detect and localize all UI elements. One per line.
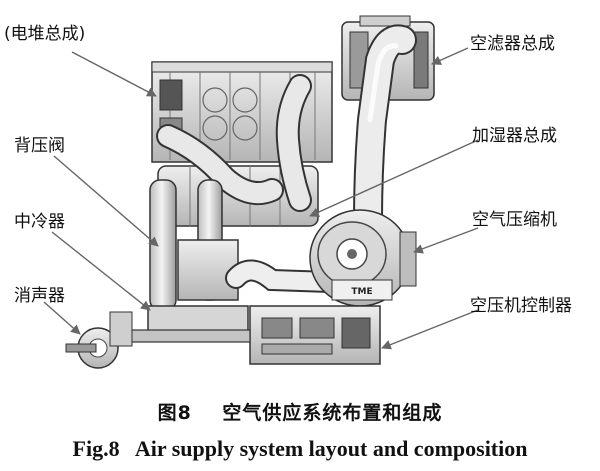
- label-humidifier: 加湿器总成: [472, 126, 557, 146]
- label-back-pressure-valve: 背压阀: [14, 136, 65, 156]
- leader-humidifier: [309, 139, 479, 217]
- compressor-outlet-pipe: [225, 259, 341, 293]
- caption-cn-number: 图8: [157, 402, 192, 424]
- leader-intercooler: [51, 231, 151, 311]
- caption-chinese: 图8 空气供应系统布置和组成: [0, 398, 600, 425]
- leader-controller: [381, 309, 479, 350]
- compressor-marking: TME: [351, 287, 372, 297]
- back-pressure-valve: [156, 124, 284, 205]
- caption-en-number: Fig.8: [72, 436, 120, 461]
- caption-english: Fig.8 Air supply system layout and compo…: [0, 436, 600, 462]
- caption-en-title: Air supply system layout and composition: [134, 436, 528, 461]
- intercooler: [149, 179, 239, 311]
- base-frame: [119, 305, 251, 343]
- stack-outlet-pipe: [275, 74, 312, 212]
- muffler: [65, 311, 133, 369]
- label-air-filter: 空滤器总成: [470, 34, 555, 54]
- intake-pipe: [353, 24, 417, 235]
- leader-air-filter: [431, 47, 469, 65]
- label-air-compressor: 空气压缩机: [472, 210, 557, 230]
- label-muffler: 消声器: [14, 286, 65, 306]
- leader-lines: [43, 47, 479, 350]
- leader-back-pressure-valve: [53, 155, 159, 247]
- air-compressor: TME: [309, 209, 417, 307]
- label-compressor-controller: 空压机控制器: [470, 296, 572, 316]
- compressor-controller: [249, 305, 381, 365]
- label-intercooler: 中冷器: [14, 212, 65, 232]
- leader-stack: [71, 51, 157, 97]
- leader-muffler: [43, 301, 81, 335]
- label-stack: (电堆总成): [4, 24, 86, 44]
- leader-compressor: [413, 227, 479, 254]
- caption-cn-title: 空气供应系统布置和组成: [222, 402, 443, 424]
